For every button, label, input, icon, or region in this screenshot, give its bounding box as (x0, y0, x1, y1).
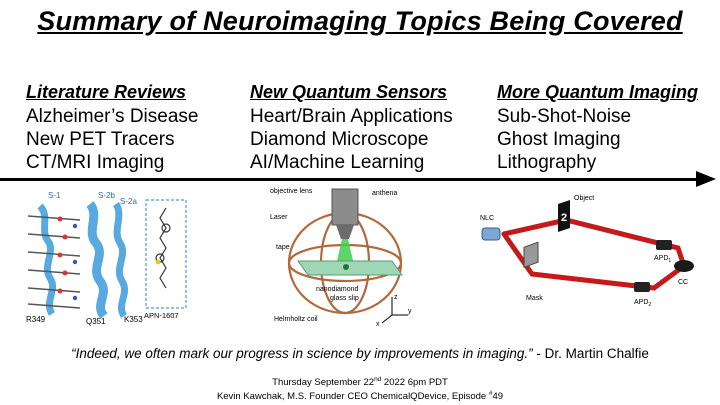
residue-markers (57, 216, 78, 301)
timeline-arrow-line (0, 178, 700, 181)
axis-x: x (376, 321, 380, 328)
column-heading: More Quantum Imaging (497, 82, 699, 102)
column-heading: New Quantum Sensors (250, 82, 448, 102)
mask (523, 241, 539, 268)
label-mask: Mask (526, 295, 543, 302)
label-nanodiamond: nanodiamond (316, 286, 359, 293)
label-q351: Q351 (86, 317, 106, 326)
column-item: Sub-Shot-Noise (497, 106, 632, 127)
timeline-arrow-head (696, 171, 716, 187)
column-item: Lithography (497, 152, 597, 173)
quote-author: - Dr. Martin Chalfie (532, 346, 649, 361)
axis-z: z (394, 294, 398, 301)
beta-sheet-strands (37, 201, 129, 319)
ligand-structure (155, 207, 171, 289)
column-item: Heart/Brain Applications (250, 106, 453, 127)
footer-date: Thursday September 22nd 2022 6pm PDT (272, 376, 448, 389)
column-item: New PET Tracers (26, 129, 175, 150)
label-r349: R349 (26, 315, 46, 324)
slide-title: Summary of Neuroimaging Topics Being Cov… (37, 6, 683, 36)
column-literature-reviews: Literature Reviews Alzheimer’s Disease N… (26, 82, 198, 174)
column-item: AI/Machine Learning (250, 152, 425, 173)
label-nlc: NLC (480, 215, 494, 222)
chalfie-quote: “Indeed, we often mark our progress in s… (0, 346, 720, 361)
nanodiamond (343, 264, 349, 270)
ligand-box (145, 199, 187, 309)
label-anthena: anthena (372, 190, 397, 197)
nlc-crystal (481, 227, 501, 241)
column-item: CT/MRI Imaging (26, 152, 165, 173)
axis-y: y (408, 308, 412, 315)
laser-beam (336, 239, 354, 265)
column-item: Diamond Microscope (250, 129, 429, 150)
column-heading: Literature Reviews (26, 82, 187, 102)
label-apd1: APD1 (654, 255, 671, 264)
label-tape: tape (276, 244, 290, 251)
objective-lens (331, 188, 359, 226)
footer: Thursday September 22nd 2022 6pm PDT Kev… (0, 374, 720, 402)
object-slide (558, 200, 570, 232)
light-paths (501, 217, 687, 291)
label-helmholtz-coil: Helmholtz coil (274, 316, 318, 323)
label-s1: S-1 (48, 191, 61, 200)
label-apd2: APD2 (634, 299, 651, 308)
ghost-imaging-figure: 2 NLC Object APD1 APD2 CC Mask (480, 195, 694, 308)
column-more-quantum-imaging: More Quantum Imaging Sub-Shot-Noise Ghos… (497, 82, 698, 174)
axis-indicator (381, 297, 408, 324)
footer-author: Kevin Kawchak, M.S. Founder CEO Chemical… (216, 390, 504, 403)
label-s2b: S-2b (98, 191, 115, 200)
quote-text: “Indeed, we often mark our progress in s… (71, 346, 533, 361)
label-k353: K353 (124, 315, 143, 324)
label-objective-lens: objective lens (270, 188, 313, 195)
diamond-microscope-figure: z y x objective lens anthena Laser tape … (270, 188, 412, 328)
column-item: Alzheimer’s Disease (26, 106, 199, 127)
label-compound: APN-1607 (144, 311, 179, 320)
detectors (634, 240, 694, 292)
label-laser: Laser (270, 214, 288, 221)
sidechain-sticks (27, 215, 81, 309)
label-s2a: S-2a (120, 197, 137, 206)
label-cc: CC (678, 279, 688, 286)
objective-tip (336, 225, 354, 239)
label-object: Object (574, 195, 594, 202)
glass-slip (297, 260, 403, 276)
object-glyph: 2 (561, 212, 567, 224)
tau-fibril-figure: S-1 S-2b S-2a R349 Q351 K353 APN-1607 (26, 191, 187, 326)
label-glass-slip: glass slip (330, 295, 359, 302)
column-item: Ghost Imaging (497, 129, 621, 150)
column-new-quantum-sensors: New Quantum Sensors Heart/Brain Applicat… (250, 82, 453, 174)
